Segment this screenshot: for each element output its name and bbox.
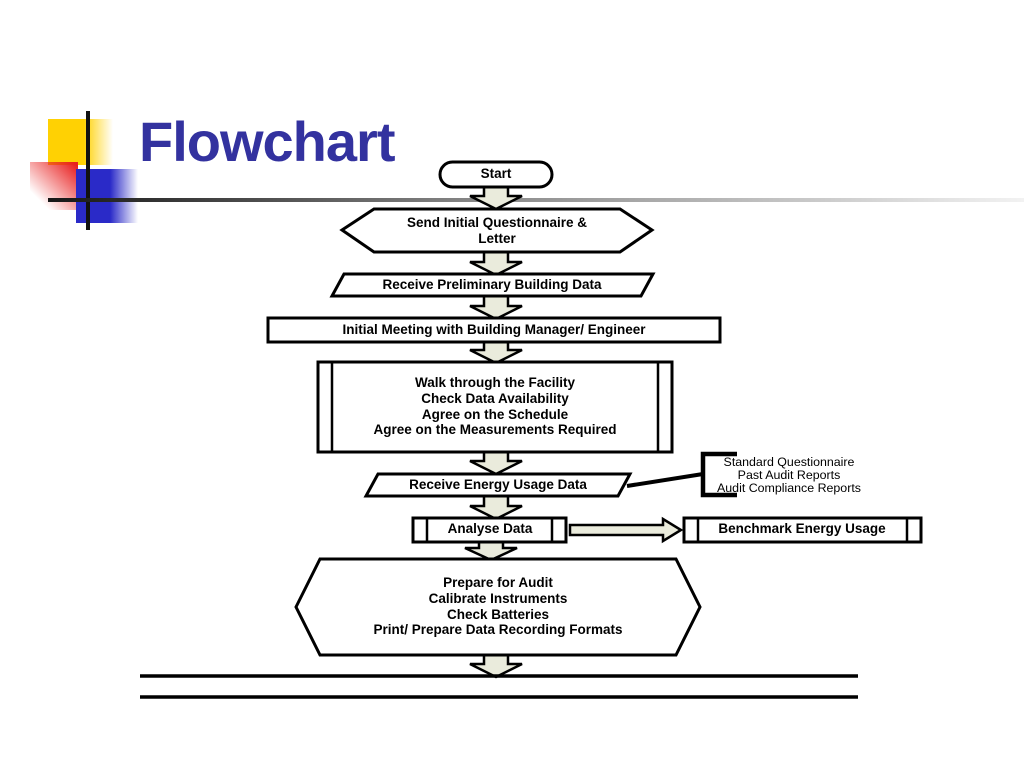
decor-yellow-square xyxy=(48,119,113,165)
decor-red-square xyxy=(30,162,78,210)
hexagon-send-questionnaire xyxy=(339,207,655,254)
flow-arrow-down-7 xyxy=(464,539,518,562)
prepare-audit-label: Prepare for Audit Calibrate Instruments … xyxy=(373,575,623,638)
flow-arrow-down-5 xyxy=(469,449,523,476)
receive-energy-label: Receive Energy Usage Data xyxy=(409,477,587,492)
parallelogram-receive-preliminary xyxy=(329,272,656,298)
callout-label: Standard Questionnaire Past Audit Report… xyxy=(717,455,861,496)
flow-arrow-down-6 xyxy=(469,493,523,521)
parallelogram-receive-energy xyxy=(363,472,633,498)
flow-arrow-down-3 xyxy=(469,293,523,321)
page-title: Flowchart xyxy=(139,110,395,173)
walk-through-label: Walk through the Facility Check Data Ava… xyxy=(373,375,617,438)
decor-vertical-line xyxy=(86,111,90,230)
flow-arrow-right xyxy=(568,516,684,544)
title-underline-gradient xyxy=(48,198,1024,202)
receive-preliminary-label: Receive Preliminary Building Data xyxy=(382,277,602,292)
process-initial-meeting xyxy=(266,316,722,344)
hexagon-prepare-audit xyxy=(294,557,702,657)
start-terminator-shape xyxy=(438,160,554,189)
flow-arrow-down-1 xyxy=(469,184,523,211)
send-questionnaire-label: Send Initial Questionnaire & Letter xyxy=(406,215,588,246)
benchmark-label: Benchmark Energy Usage xyxy=(718,521,886,536)
initial-meeting-label: Initial Meeting with Building Manager/ E… xyxy=(342,322,646,337)
predefined-process-benchmark xyxy=(682,516,923,544)
start-label: Start xyxy=(480,166,512,181)
predefined-process-analyse xyxy=(411,516,568,544)
predefined-process-walk-through xyxy=(316,360,674,454)
callout-bracket xyxy=(700,451,737,498)
callout-connector-line xyxy=(626,472,704,488)
flow-arrow-down-2 xyxy=(469,249,523,277)
flow-arrow-down-8 xyxy=(469,652,523,679)
analyse-label: Analyse Data xyxy=(447,521,533,536)
